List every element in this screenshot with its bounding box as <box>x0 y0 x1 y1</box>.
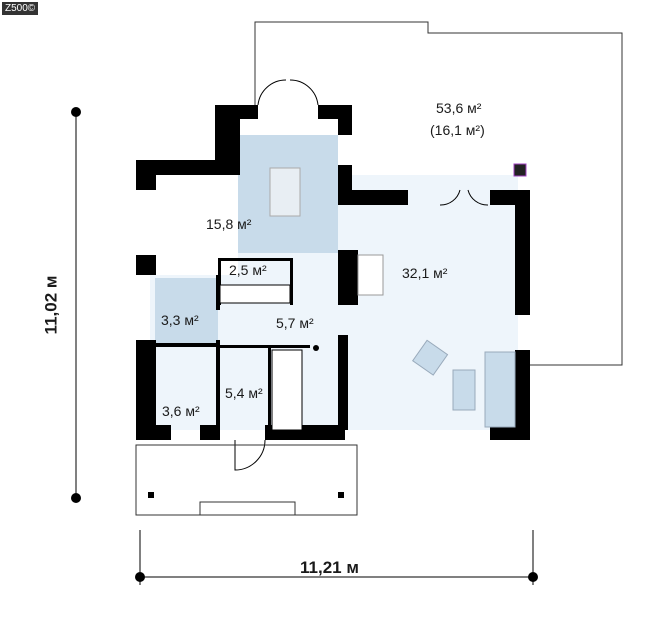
logo: Z500© <box>2 2 39 15</box>
hall-label: 5,7 м² <box>276 315 314 331</box>
armchair <box>412 339 449 376</box>
sofa <box>484 351 516 428</box>
terrace-outline <box>254 21 623 366</box>
kitchen-dining-label: 15,8 м² <box>206 216 252 232</box>
dining-table <box>269 167 301 217</box>
terrace-covered-label: (16,1 м²) <box>430 122 485 138</box>
height-dimension-label: 11,02 м <box>41 275 61 335</box>
accent-marker <box>513 163 527 177</box>
column <box>313 345 319 351</box>
bathroom-label: 3,3 м² <box>161 312 199 328</box>
terrace-area-label: 53,6 м² <box>436 100 482 116</box>
walls <box>136 105 530 440</box>
room-fill-bathroom <box>155 278 218 345</box>
storage-label: 2,5 м² <box>229 262 267 278</box>
fireplace <box>357 254 384 296</box>
living-label: 32,1 м² <box>402 265 448 281</box>
dimension-vertical <box>71 107 81 503</box>
terrace-door <box>257 79 319 106</box>
entrance-door <box>234 439 266 471</box>
coffee-table <box>452 369 476 411</box>
wardrobe <box>219 284 291 304</box>
dimension-horizontal <box>135 530 538 585</box>
porch <box>135 444 358 516</box>
living-door <box>439 189 489 206</box>
vestibule-label: 5,4 м² <box>225 385 263 401</box>
utility-label: 3,6 м² <box>162 403 200 419</box>
wardrobe <box>271 349 303 431</box>
width-dimension-label: 11,21 м <box>300 558 359 577</box>
